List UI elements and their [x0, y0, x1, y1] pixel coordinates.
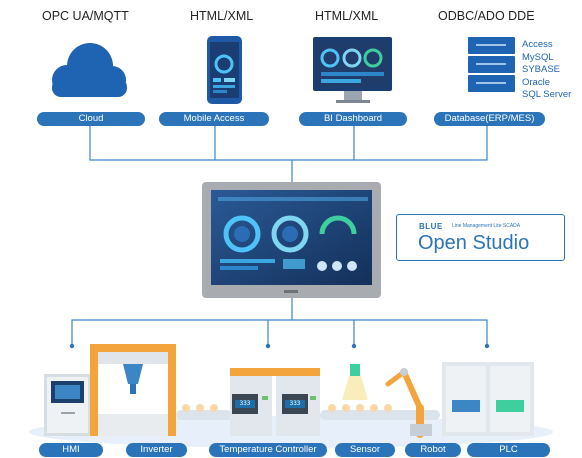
controller-display-1: 333 [239, 400, 251, 407]
database-name: SYBASE [522, 64, 561, 76]
database-name: Oracle [522, 76, 550, 88]
scada-panel-monitor [202, 182, 381, 298]
label-mobile-access: Mobile Access [159, 112, 269, 126]
protocol-database: ODBC/ADO DDE [438, 9, 535, 23]
protocol-cloud: OPC UA/MQTT [42, 9, 129, 23]
label-robot: Robot [405, 443, 461, 457]
database-name: SQL Server [522, 89, 572, 101]
cloud-icon [52, 43, 127, 97]
open-studio-logo: BLUE Line Management Lite SCADA Open Stu… [396, 214, 565, 261]
label-inverter: Inverter [126, 443, 187, 457]
logo-brand: BLUE [419, 222, 443, 231]
protocol-bi: HTML/XML [315, 9, 379, 23]
database-name: MySQL [522, 51, 554, 63]
protocol-mobile: HTML/XML [190, 9, 254, 23]
hmi-cabinet [44, 374, 91, 436]
sensor-icon [342, 364, 368, 400]
label-cloud: Cloud [37, 112, 145, 126]
mobile-phone-icon [207, 36, 242, 104]
label-hmi: HMI [39, 443, 103, 457]
inverter-machine [90, 344, 176, 436]
logo-product-name: Open Studio [418, 232, 530, 254]
label-temperature-controller: Temperature Controller [209, 443, 327, 457]
label-bi-dashboard: BI Dashboard [299, 112, 407, 126]
controller-display-2: 333 [289, 400, 301, 407]
database-list: Access MySQL SYBASE Oracle SQL Server [522, 39, 571, 102]
label-plc: PLC [467, 443, 550, 457]
logo-tagline: Line Management Lite SCADA [452, 223, 521, 229]
database-server-icon [468, 37, 515, 92]
temperature-controller-cabinets [230, 368, 320, 436]
label-sensor: Sensor [335, 443, 395, 457]
bi-monitor-icon [313, 37, 392, 103]
plc-cabinet [442, 362, 534, 436]
label-database: Database(ERP/MES) [434, 112, 545, 126]
database-name: Access [522, 39, 553, 50]
conveyor-belt [176, 404, 440, 420]
